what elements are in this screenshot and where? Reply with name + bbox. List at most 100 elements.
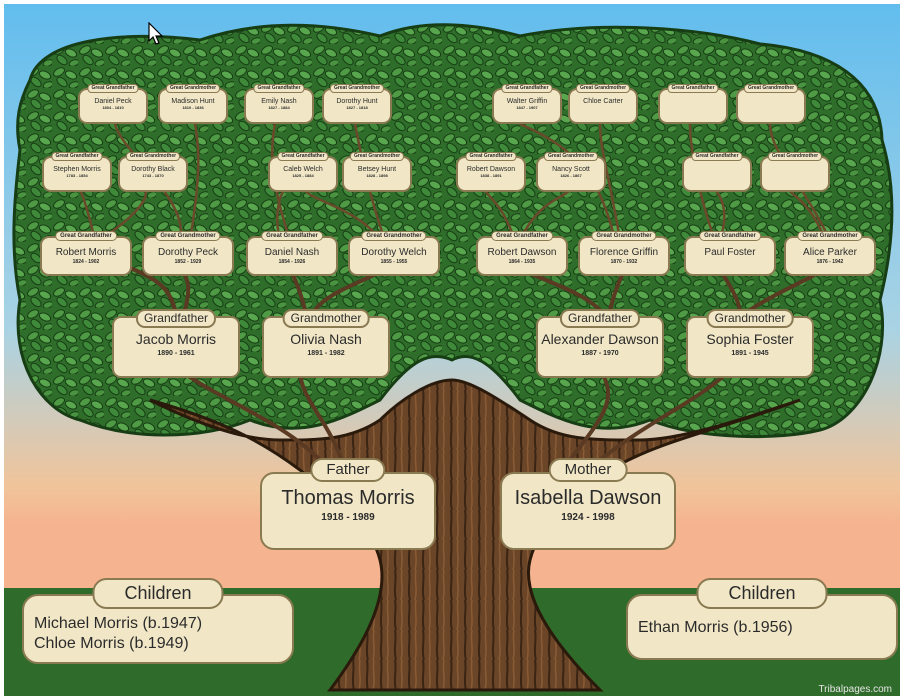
person-name: Emily Nash xyxy=(261,98,297,105)
great-great-grandparent-card[interactable]: Great Grandfather xyxy=(658,84,728,124)
role-label: Great Grandmother xyxy=(329,84,385,94)
person-name: Jacob Morris xyxy=(135,331,217,347)
person-name: Robert Morris xyxy=(55,247,117,258)
great-great-grandparent-card[interactable]: Great Grandmother xyxy=(736,84,806,124)
person-name: Sophia Foster xyxy=(706,331,794,347)
role-label: Great Grandmother xyxy=(543,152,599,162)
person-name: Caleb Welch xyxy=(283,166,323,173)
children-panel-left: Children Michael Morris (b.1947) Chloe M… xyxy=(22,578,294,664)
life-years: 1826 - 1867 xyxy=(560,173,582,179)
life-years: 1891 - 1945 xyxy=(731,349,769,357)
life-years: 1783 - 1854 xyxy=(66,173,88,179)
role-label: Great Grandmother xyxy=(797,231,863,242)
life-years: 1827 - 1884 xyxy=(268,105,290,111)
person-name: Daniel Nash xyxy=(264,247,320,258)
role-label: Great Grandmother xyxy=(361,231,427,242)
role-label: Great Grandmother xyxy=(155,231,221,242)
life-years: 1804 - 1810 xyxy=(102,105,124,111)
life-years: 1825 - 1884 xyxy=(292,173,314,179)
role-label: Great Grandfather xyxy=(261,231,323,242)
life-years: 1838 - 1891 xyxy=(480,173,502,179)
great-great-grandparent-card[interactable]: Great Grandmother xyxy=(760,152,830,192)
role-label: Grandmother xyxy=(282,309,370,328)
life-years: 1855 - 1955 xyxy=(380,258,408,265)
person-name: Alice Parker xyxy=(803,247,857,258)
person-name: Alexander Dawson xyxy=(541,331,659,347)
role-label: Great Grandfather xyxy=(277,152,329,162)
life-years: 1854 - 1926 xyxy=(278,258,306,265)
role-label: Mother xyxy=(548,458,628,482)
person-name: Chloe Carter xyxy=(583,98,623,105)
child-entry[interactable]: Chloe Morris (b.1949) xyxy=(34,634,189,652)
person-name: Walter Griffin xyxy=(506,98,548,105)
role-label: Great Grandmother xyxy=(575,84,631,94)
role-label: Father xyxy=(310,458,386,482)
great-great-grandparent-card[interactable]: Great Grandfather xyxy=(682,152,752,192)
role-label: Grandfather xyxy=(135,309,217,328)
life-years: 1743 - 1870 xyxy=(142,173,164,179)
person-name: Robert Dawson xyxy=(466,166,516,173)
person-name: Dorothy Hunt xyxy=(336,98,378,105)
person-name: Daniel Peck xyxy=(94,98,132,105)
life-years: 1847 - 1907 xyxy=(516,105,538,111)
role-label: Great Grandfather xyxy=(501,84,553,94)
person-name: Paul Foster xyxy=(704,247,756,258)
children-title: Children xyxy=(696,578,828,609)
life-years: 1824 - 1902 xyxy=(72,258,100,265)
person-name: Nancy Scott xyxy=(552,166,590,173)
person-name: Robert Dawson xyxy=(487,247,557,258)
mouse-pointer-icon xyxy=(148,22,164,45)
children-panel-right: Children Ethan Morris (b.1956) xyxy=(626,578,898,660)
role-label: Great Grandfather xyxy=(253,84,305,94)
role-label: Great Grandfather xyxy=(691,152,743,162)
child-entry[interactable]: Ethan Morris (b.1956) xyxy=(638,619,793,636)
life-years: 1876 - 1942 xyxy=(816,258,844,265)
role-label: Great Grandmother xyxy=(165,84,221,94)
life-years: 1828 - 1898 xyxy=(366,173,388,179)
role-label: Grandfather xyxy=(559,309,641,328)
role-label: Great Grandmother xyxy=(767,152,823,162)
role-label: Great Grandmother xyxy=(743,84,799,94)
life-years: 1891 - 1982 xyxy=(307,349,345,357)
role-label: Great Grandfather xyxy=(51,152,103,162)
person-name: Olivia Nash xyxy=(290,331,362,347)
life-years: 1827 - 1818 xyxy=(346,105,368,111)
person-name: Dorothy Peck xyxy=(157,247,219,258)
life-years: 1852 - 1929 xyxy=(174,258,202,265)
site-credit: Tribalpages.com xyxy=(818,684,892,695)
life-years: 1810 - 1836 xyxy=(182,105,204,111)
child-entry[interactable]: Michael Morris (b.1947) xyxy=(34,615,203,632)
life-years: 1864 - 1935 xyxy=(508,258,536,265)
person-name: Dorothy Black xyxy=(131,166,175,173)
person-name: Florence Griffin xyxy=(589,247,659,258)
person-name: Stephen Morris xyxy=(53,166,101,173)
person-name: Thomas Morris xyxy=(281,487,415,509)
